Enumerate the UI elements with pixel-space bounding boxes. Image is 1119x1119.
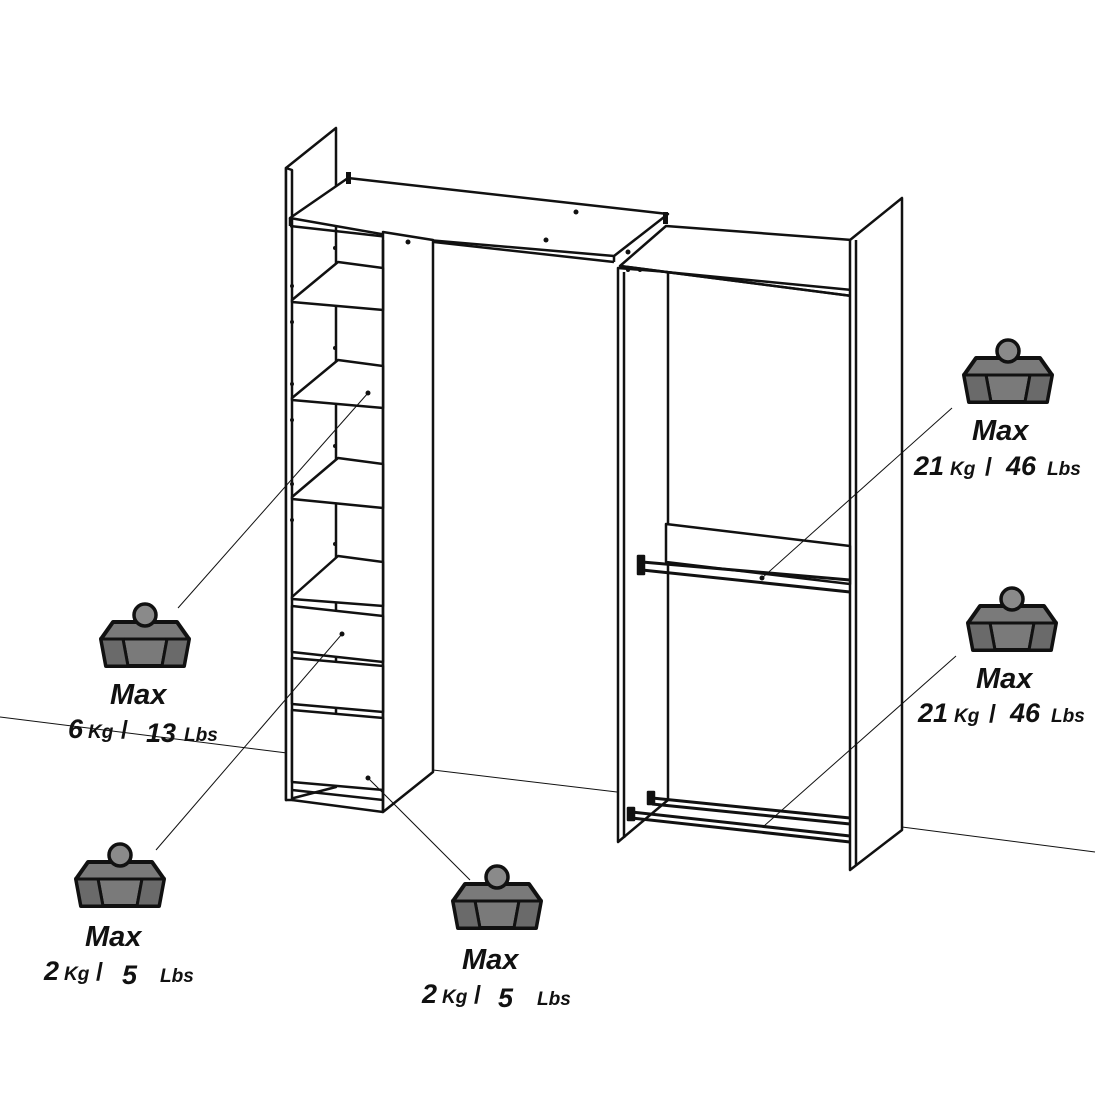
svg-text:Max: Max (976, 663, 1034, 695)
shelf-weight-label: Max 6 Kg / 13 Lbs (68, 679, 218, 748)
svg-text:Kg: Kg (950, 459, 976, 480)
svg-text:5: 5 (122, 960, 138, 990)
svg-text:Kg: Kg (954, 706, 980, 727)
shelf (290, 260, 385, 312)
weight-icon (451, 864, 543, 930)
wardrobe (284, 126, 904, 872)
svg-text:2: 2 (43, 956, 59, 986)
drawer-top-weight-label: Max 2 Kg / 5 Lbs (43, 921, 194, 990)
svg-text:21: 21 (913, 451, 944, 481)
leader-lines (155, 392, 957, 881)
top-panel-left (288, 176, 670, 258)
weight-icon (966, 586, 1058, 652)
svg-text:5: 5 (498, 983, 514, 1013)
svg-text:46: 46 (1009, 698, 1041, 728)
svg-text:Lbs: Lbs (160, 966, 194, 987)
right-side-panel (848, 196, 904, 872)
svg-text:/: / (989, 700, 996, 728)
svg-text:6: 6 (68, 714, 84, 744)
svg-text:Max: Max (462, 944, 520, 976)
drawer-3 (290, 708, 385, 792)
lower-hanging-rail (651, 796, 851, 820)
drawer-bottom-weight-label: Max 2 Kg / 5 Lbs (421, 944, 571, 1013)
svg-text:13: 13 (146, 718, 176, 748)
svg-text:Max: Max (110, 679, 168, 711)
middle-divider-panel (381, 230, 435, 814)
drawer-2 (290, 656, 385, 714)
weight-icon (99, 602, 191, 668)
svg-text:2: 2 (421, 979, 437, 1009)
svg-text:Max: Max (85, 921, 143, 953)
svg-text:/: / (96, 958, 103, 986)
svg-text:Max: Max (972, 415, 1030, 447)
hardware-dots (290, 172, 668, 546)
svg-text:21: 21 (917, 698, 948, 728)
svg-text:Kg: Kg (442, 987, 468, 1008)
weight-icon (962, 338, 1054, 404)
lower-rail-weight-label: Max 21 Kg / 46 Lbs (917, 663, 1085, 728)
drawer-1 (290, 604, 385, 664)
svg-text:/: / (474, 981, 481, 1009)
svg-text:Kg: Kg (64, 964, 90, 985)
svg-text:/: / (985, 453, 992, 481)
svg-text:Lbs: Lbs (1051, 706, 1085, 727)
weight-icon (74, 842, 166, 908)
svg-text:/: / (121, 716, 128, 744)
svg-text:Lbs: Lbs (1047, 459, 1081, 480)
svg-text:Kg: Kg (88, 722, 114, 743)
svg-text:Lbs: Lbs (184, 725, 218, 746)
svg-text:46: 46 (1005, 451, 1037, 481)
floor-lines (0, 716, 1096, 853)
upper-hanging-rail (641, 560, 851, 582)
upper-rail-weight-label: Max 21 Kg / 46 Lbs (913, 415, 1081, 481)
svg-text:Lbs: Lbs (537, 989, 571, 1010)
